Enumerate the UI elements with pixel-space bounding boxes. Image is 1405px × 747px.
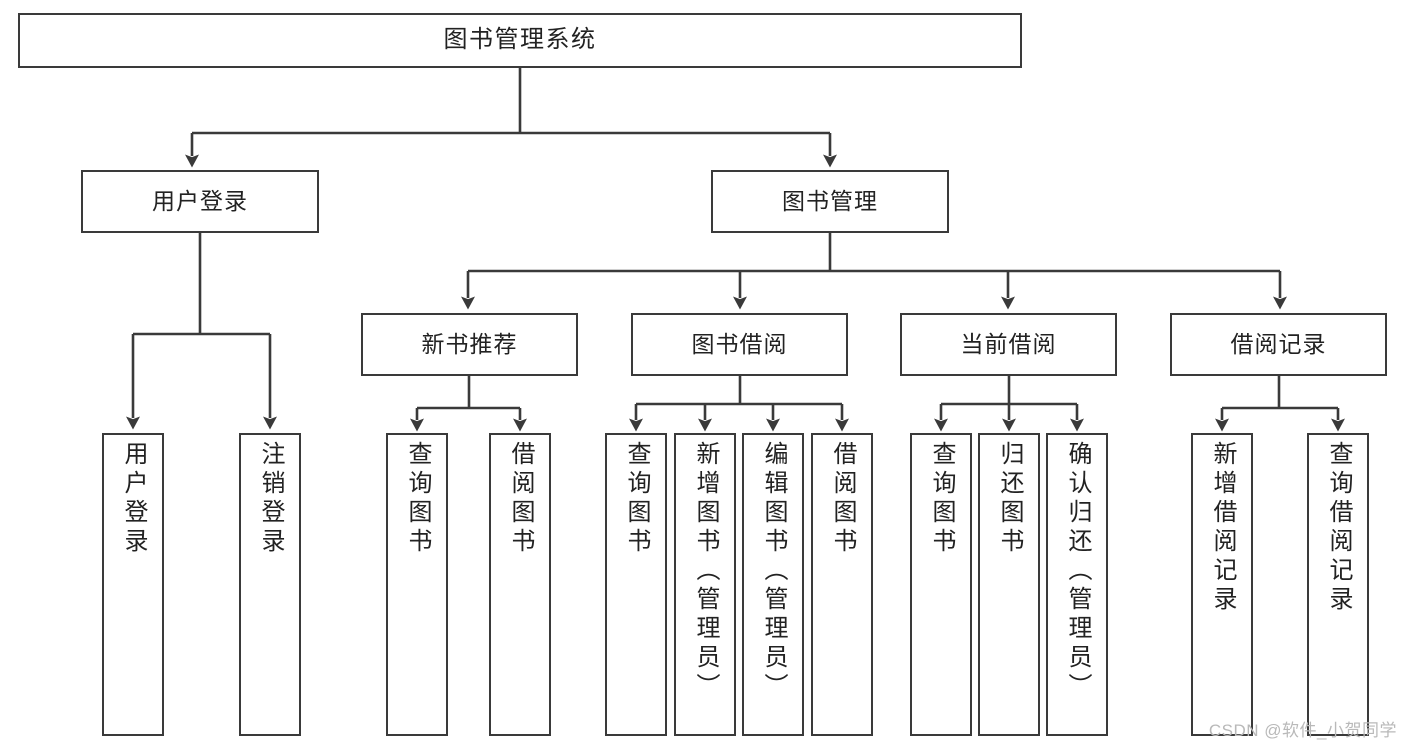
node-label: 查询图书 <box>928 441 955 557</box>
node-label: 查询图书 <box>404 441 431 557</box>
node-new-book-recommend[interactable]: 新书推荐 <box>361 313 578 376</box>
node-label: 借阅图书 <box>829 441 856 557</box>
node-user-login[interactable]: 用户登录 <box>81 170 319 233</box>
node-label: 查询图书 <box>623 441 650 557</box>
node-label: 图书管理系统 <box>443 26 597 54</box>
node-label: 借阅记录 <box>1230 330 1327 357</box>
node-leaf-user-login[interactable]: 用户登录 <box>102 433 164 736</box>
node-root-library-system[interactable]: 图书管理系统 <box>18 13 1022 68</box>
node-leaf-add-book[interactable]: 新增图书（管理员） <box>674 433 736 736</box>
node-leaf-query-book-current[interactable]: 查询图书 <box>910 433 972 736</box>
node-label: 借阅图书 <box>507 441 534 557</box>
node-label: 用户登录 <box>152 187 248 214</box>
node-label: 图书借阅 <box>691 330 788 357</box>
node-borrow-record[interactable]: 借阅记录 <box>1170 313 1387 376</box>
node-leaf-edit-book[interactable]: 编辑图书（管理员） <box>742 433 804 736</box>
node-label: 编辑图书（管理员） <box>760 441 787 702</box>
node-book-borrow[interactable]: 图书借阅 <box>631 313 848 376</box>
node-current-borrow[interactable]: 当前借阅 <box>900 313 1117 376</box>
node-leaf-query-book-borrow[interactable]: 查询图书 <box>605 433 667 736</box>
node-book-manage[interactable]: 图书管理 <box>711 170 949 233</box>
node-leaf-borrow-book-recommend[interactable]: 借阅图书 <box>489 433 551 736</box>
node-label: 新增借阅记录 <box>1209 441 1236 615</box>
node-leaf-query-book-recommend[interactable]: 查询图书 <box>386 433 448 736</box>
node-label: 归还图书 <box>996 441 1023 557</box>
node-leaf-borrow-book[interactable]: 借阅图书 <box>811 433 873 736</box>
node-label: 用户登录 <box>120 441 147 557</box>
csdn-watermark: CSDN @软件_小贺同学 <box>1208 721 1397 740</box>
node-leaf-logout-login[interactable]: 注销登录 <box>239 433 301 736</box>
node-leaf-confirm-return[interactable]: 确认归还（管理员） <box>1046 433 1108 736</box>
node-label: 图书管理 <box>782 187 878 214</box>
node-label: 确认归还（管理员） <box>1064 441 1091 702</box>
node-leaf-return-book[interactable]: 归还图书 <box>978 433 1040 736</box>
node-label: 新书推荐 <box>421 330 518 357</box>
node-leaf-add-borrow-record[interactable]: 新增借阅记录 <box>1191 433 1253 736</box>
node-leaf-query-borrow-record[interactable]: 查询借阅记录 <box>1307 433 1369 736</box>
node-label: 当前借阅 <box>960 330 1057 357</box>
node-label: 查询借阅记录 <box>1325 441 1352 615</box>
node-label: 新增图书（管理员） <box>692 441 719 702</box>
node-label: 注销登录 <box>257 441 284 557</box>
